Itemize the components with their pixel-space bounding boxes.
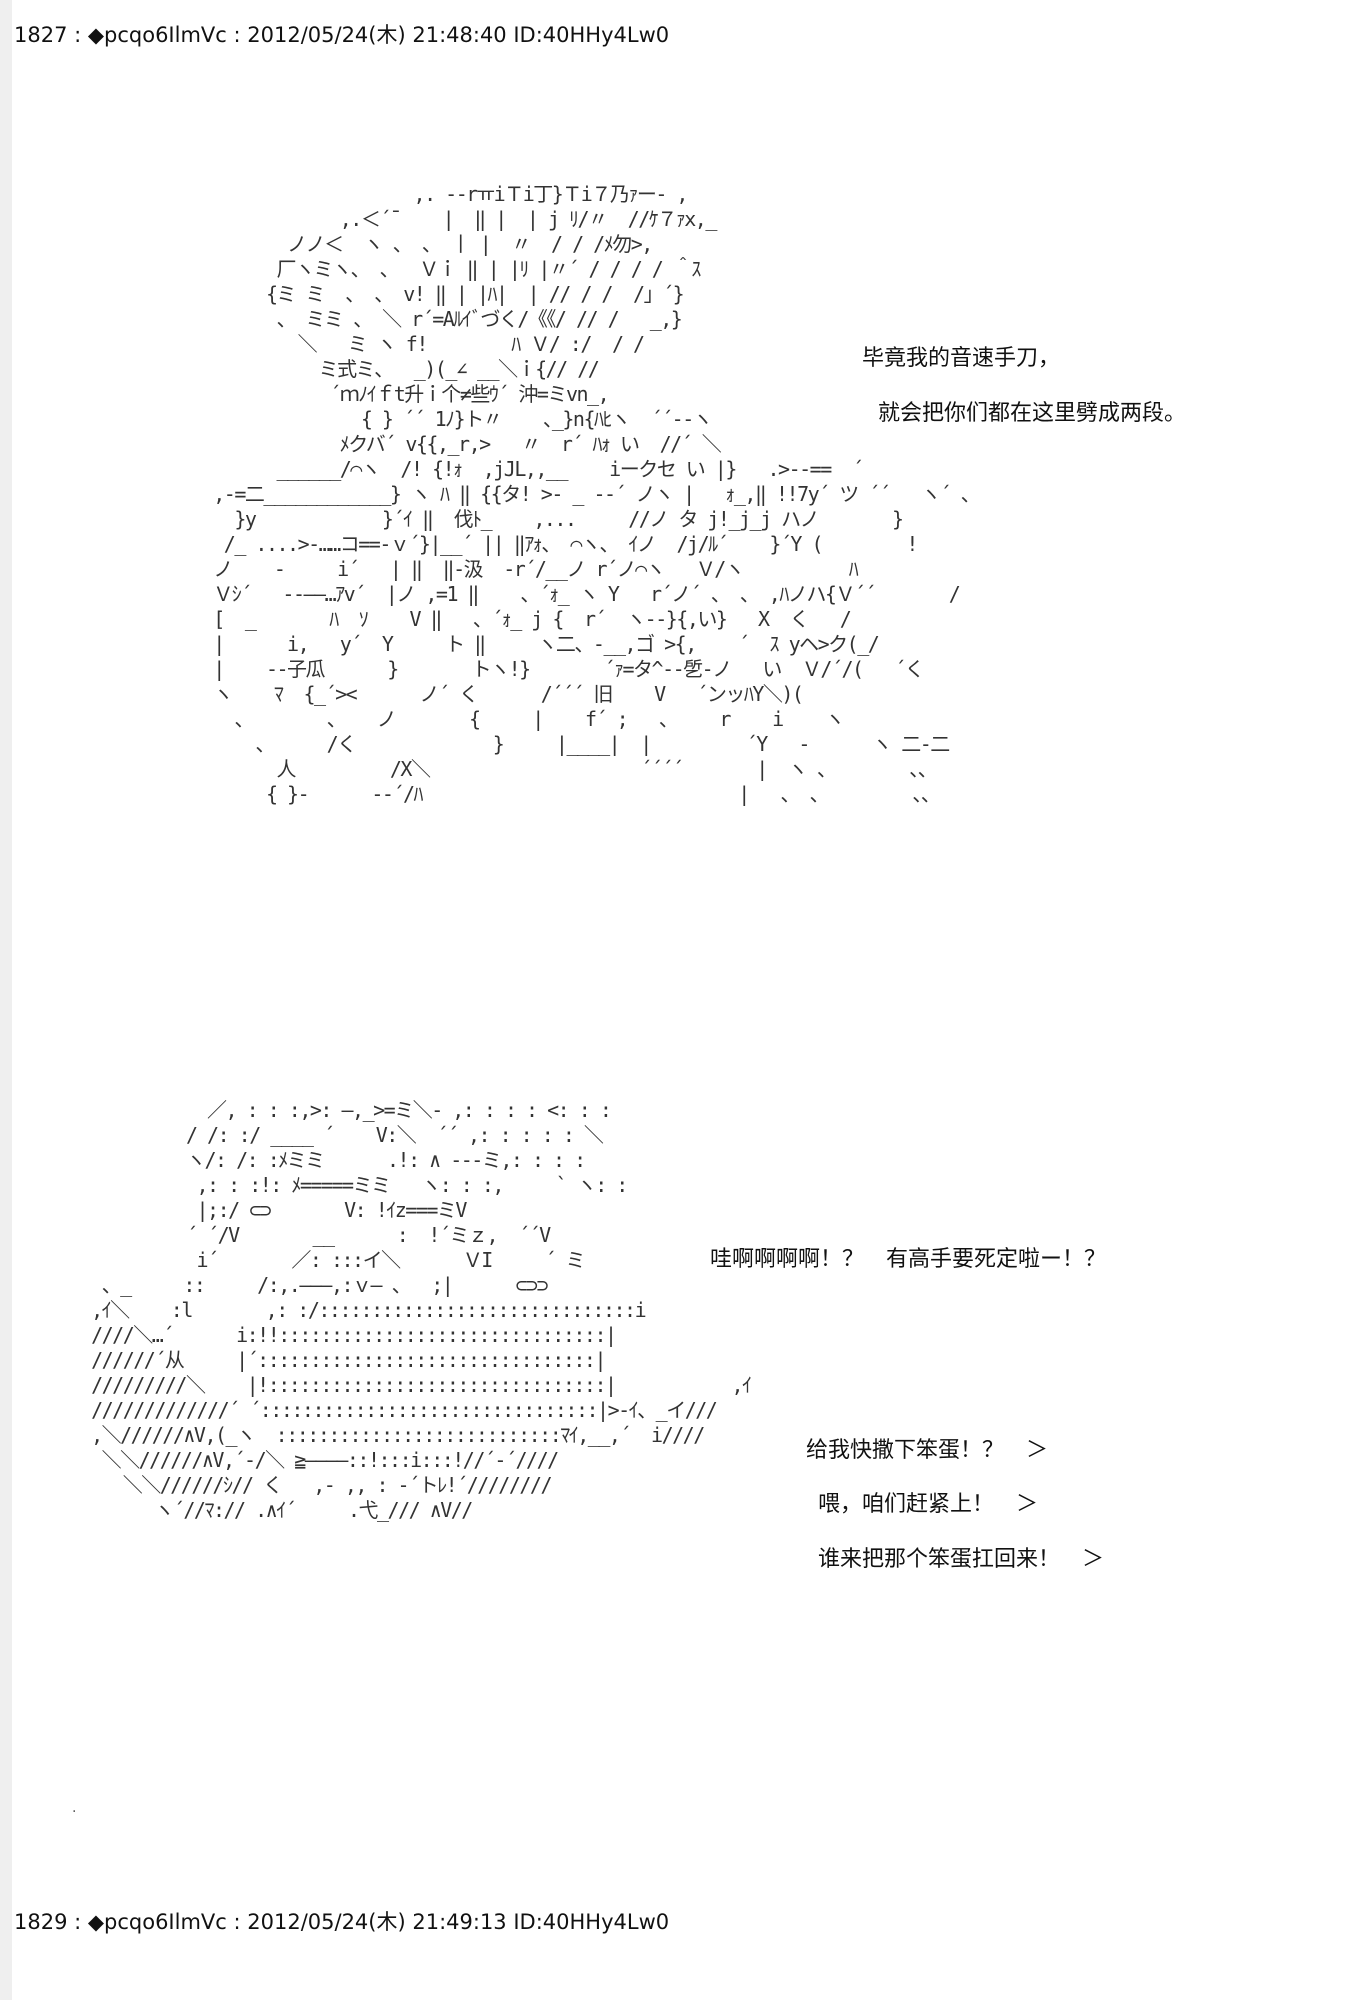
post-header-1829: 1829 : ◆pcqo6IlmVc : 2012/05/24(木) 21:49… [14,1910,670,1934]
page-gutter [0,0,12,2000]
stray-dot: . [72,1800,77,1816]
ascii-art-panic-crowd: ／, : : :,>: —,_>=ミ＼‐ ,: : : : <: : : / /… [91,1098,752,1522]
post-header-1827: 1827 : ◆pcqo6IlmVc : 2012/05/24(木) 21:48… [14,23,670,47]
ascii-art-swordsman: ,. -‐rㅠiＴi丁}Ｔi７乃ｧー- , ,.＜´¯ | ‖ | | j ﾘ/… [213,182,980,806]
dialog-line: 就会把你们都在这里劈成两段。 [878,401,1187,426]
dialog-line: 喂，咱们赶紧上！ ＞ [818,1492,1039,1517]
dialog-line: 哇啊啊啊啊！？ 有高手要死定啦ー！？ [710,1247,1107,1272]
dialog-line: 给我快撒下笨蛋！？ ＞ [806,1438,1049,1463]
dialog-line: 谁来把那个笨蛋扛回来！ ＞ [818,1547,1105,1572]
dialog-line: 毕竟我的音速手刀， [862,346,1061,371]
